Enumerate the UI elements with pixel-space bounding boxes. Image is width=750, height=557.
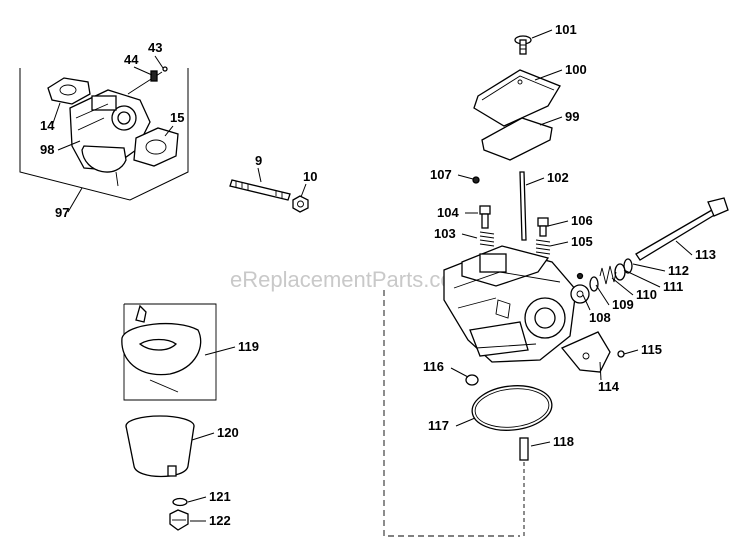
leader-line-106 — [547, 220, 569, 227]
callout-102: 102 — [547, 170, 569, 185]
callout-117: 117 — [428, 418, 449, 433]
watermark: eReplacementParts.com — [230, 267, 471, 292]
callout-labels: 101 100 99 107 102 104 106 103 105 9 10 43 44 14 15 98 9… — [40, 22, 716, 528]
spring-103 — [479, 231, 495, 247]
bowl-120 — [125, 415, 195, 478]
spring-105 — [535, 239, 551, 255]
float-119-inset — [121, 303, 217, 401]
callout-14: 14 — [40, 118, 55, 133]
screw-122 — [169, 509, 189, 531]
pin-118 — [519, 437, 529, 461]
leader-line-98 — [57, 140, 81, 151]
leader-line-15 — [164, 125, 174, 137]
callout-108: 108 — [589, 310, 611, 325]
leader-line-9 — [257, 167, 262, 183]
callout-103: 103 — [434, 226, 456, 241]
leader-line-118 — [530, 441, 551, 447]
leader-line-101 — [531, 29, 553, 39]
leader-line-44 — [133, 66, 153, 76]
callout-110: 110 — [636, 287, 657, 302]
screw-106 — [537, 217, 549, 237]
leader-line-117 — [455, 417, 476, 427]
leader-line-113 — [675, 240, 693, 256]
screw-116 — [465, 374, 479, 386]
leader-line-107 — [457, 174, 474, 180]
callout-121: 121 — [209, 489, 231, 504]
shaft-113 — [635, 197, 729, 261]
callout-112: 112 — [668, 263, 689, 278]
callout-119: 119 — [238, 339, 259, 354]
screw-101 — [514, 35, 532, 55]
bowl-group-outline — [383, 290, 520, 537]
carburetor-body — [443, 245, 577, 363]
stud-9 — [229, 179, 291, 201]
callout-116: 116 — [423, 359, 444, 374]
callout-97: 97 — [55, 205, 69, 220]
leader-line-121 — [187, 496, 207, 503]
gasket-117 — [471, 385, 553, 431]
callout-15: 15 — [170, 110, 184, 125]
leader-line-108 — [582, 294, 591, 311]
needle-102 — [519, 171, 527, 241]
washer-109 — [589, 276, 599, 292]
leader-line-100 — [534, 69, 563, 81]
leader-line-115 — [623, 349, 639, 355]
callout-100: 100 — [565, 62, 587, 77]
callout-10: 10 — [303, 169, 317, 184]
callout-118: 118 — [553, 434, 574, 449]
seal-111 — [614, 263, 626, 281]
leader-line-114 — [599, 361, 602, 381]
gasket-99 — [481, 117, 553, 161]
callout-98: 98 — [40, 142, 54, 157]
cover-100 — [473, 69, 561, 127]
lever-108 — [570, 272, 590, 304]
leader-line-10 — [300, 183, 307, 198]
nut-10 — [292, 195, 309, 213]
callout-105: 105 — [571, 234, 593, 249]
callout-113: 113 — [695, 247, 716, 262]
callout-111: 111 — [663, 279, 683, 294]
leader-line-103 — [461, 233, 478, 239]
leader-line-119 — [204, 346, 236, 356]
leader-line-120 — [191, 432, 215, 441]
leader-line-110 — [611, 277, 634, 296]
leader-line-97 — [67, 187, 83, 213]
callout-120: 120 — [217, 425, 239, 440]
callout-44: 44 — [124, 52, 139, 67]
washer-121 — [172, 497, 188, 507]
leader-line-99 — [539, 116, 563, 126]
callout-109: 109 — [612, 297, 634, 312]
callout-9: 9 — [255, 153, 262, 168]
ball-107 — [472, 176, 480, 184]
callout-43: 43 — [148, 40, 162, 55]
leader-line-109 — [595, 284, 610, 306]
callout-114: 114 — [598, 379, 620, 394]
callout-106: 106 — [571, 213, 593, 228]
screw-115 — [617, 350, 625, 358]
leader-line-43 — [154, 55, 164, 69]
callout-115: 115 — [641, 342, 662, 357]
plate-114 — [560, 331, 611, 373]
spring-110 — [599, 265, 617, 285]
callout-99: 99 — [565, 109, 579, 124]
callout-101: 101 — [555, 22, 577, 37]
callout-107: 107 — [430, 167, 452, 182]
leader-line-14 — [51, 102, 61, 127]
leader-line-116 — [450, 367, 469, 378]
assembly-97-inset — [19, 66, 189, 201]
leader-line-112 — [632, 263, 666, 272]
leader-line-102 — [525, 177, 545, 186]
callout-104: 104 — [437, 205, 459, 220]
callout-122: 122 — [209, 513, 231, 528]
leader-line-111 — [623, 269, 661, 288]
screw-104 — [479, 205, 491, 229]
leader-line-105 — [549, 241, 569, 247]
